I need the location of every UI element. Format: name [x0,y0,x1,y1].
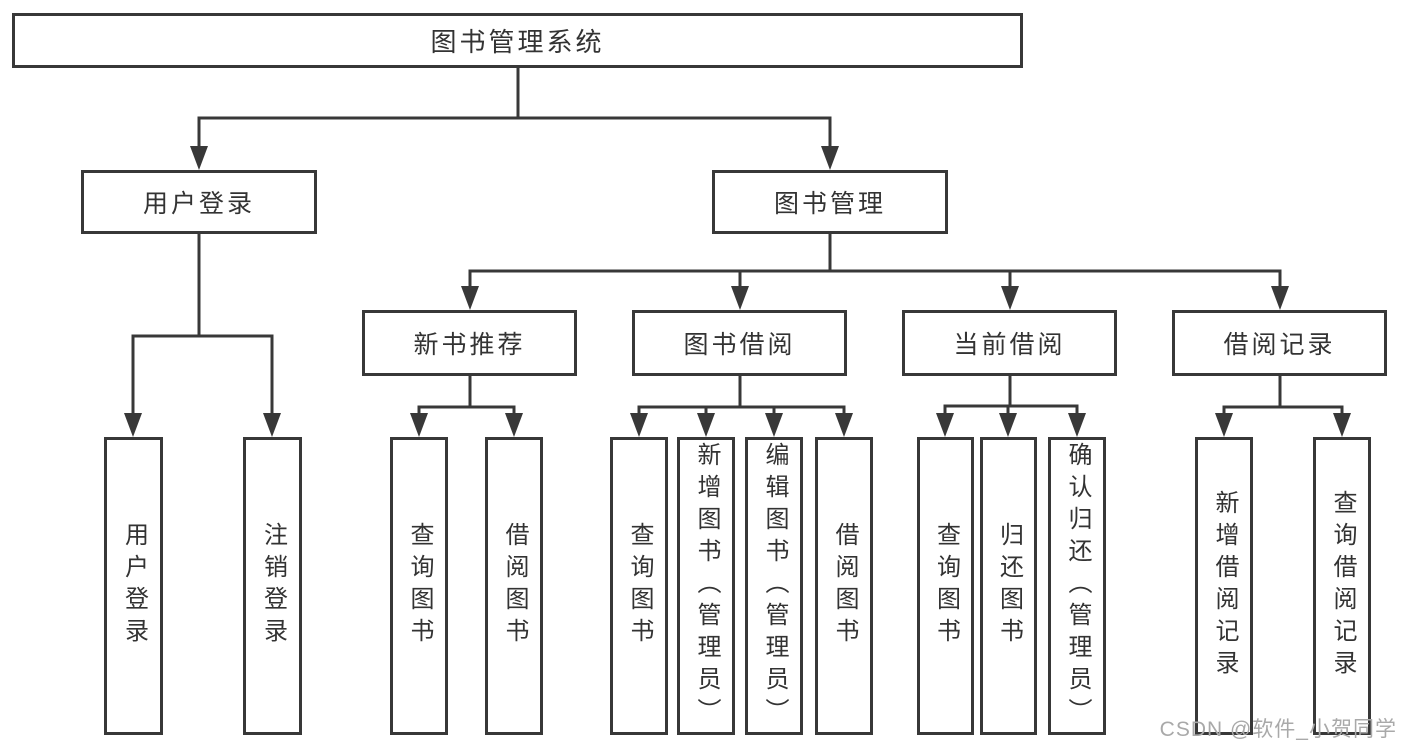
leaf-current-confirm-return-admin: 确认归还（管理员） [1048,437,1106,735]
leaf-borrow-query-book: 查询图书 [610,437,668,735]
node-new-book-recommend: 新书推荐 [362,310,577,376]
arrowhead [505,413,523,437]
csdn-watermark: CSDN @软件_小贺同学 [1159,718,1397,741]
leaf-borrow-add-book-admin: 新增图书（管理员） [677,437,735,735]
arrowhead [1271,286,1289,310]
arrowhead [124,413,142,437]
node-library-management-system: 图书管理系统 [12,13,1023,68]
leaf-user-login: 用户登录 [104,437,163,735]
leaf-logout: 注销登录 [243,437,302,735]
leaf-recommend-query-book: 查询图书 [390,437,448,735]
node-user-login: 用户登录 [81,170,317,234]
arrowhead [999,413,1017,437]
arrowhead [731,286,749,310]
arrowhead [190,146,208,170]
node-book-management: 图书管理 [712,170,948,234]
arrowhead [765,413,783,437]
leaf-borrow-edit-book-admin: 编辑图书（管理员） [745,437,803,735]
arrowhead [835,413,853,437]
arrowhead [821,146,839,170]
arrowhead [630,413,648,437]
arrowhead [936,413,954,437]
arrowhead [461,286,479,310]
arrowhead [263,413,281,437]
arrowhead [410,413,428,437]
node-current-borrow: 当前借阅 [902,310,1117,376]
leaf-records-query-record: 查询借阅记录 [1313,437,1371,735]
arrowhead [1068,413,1086,437]
arrowhead [697,413,715,437]
leaf-current-query-book: 查询图书 [917,437,974,735]
leaf-current-return-book: 归还图书 [980,437,1037,735]
leaf-borrow-borrow-book: 借阅图书 [815,437,873,735]
arrowhead [1001,286,1019,310]
node-book-borrow: 图书借阅 [632,310,847,376]
leaf-recommend-borrow-book: 借阅图书 [485,437,543,735]
arrowhead [1333,413,1351,437]
arrowhead [1215,413,1233,437]
leaf-records-add-record: 新增借阅记录 [1195,437,1253,735]
node-borrow-records: 借阅记录 [1172,310,1387,376]
